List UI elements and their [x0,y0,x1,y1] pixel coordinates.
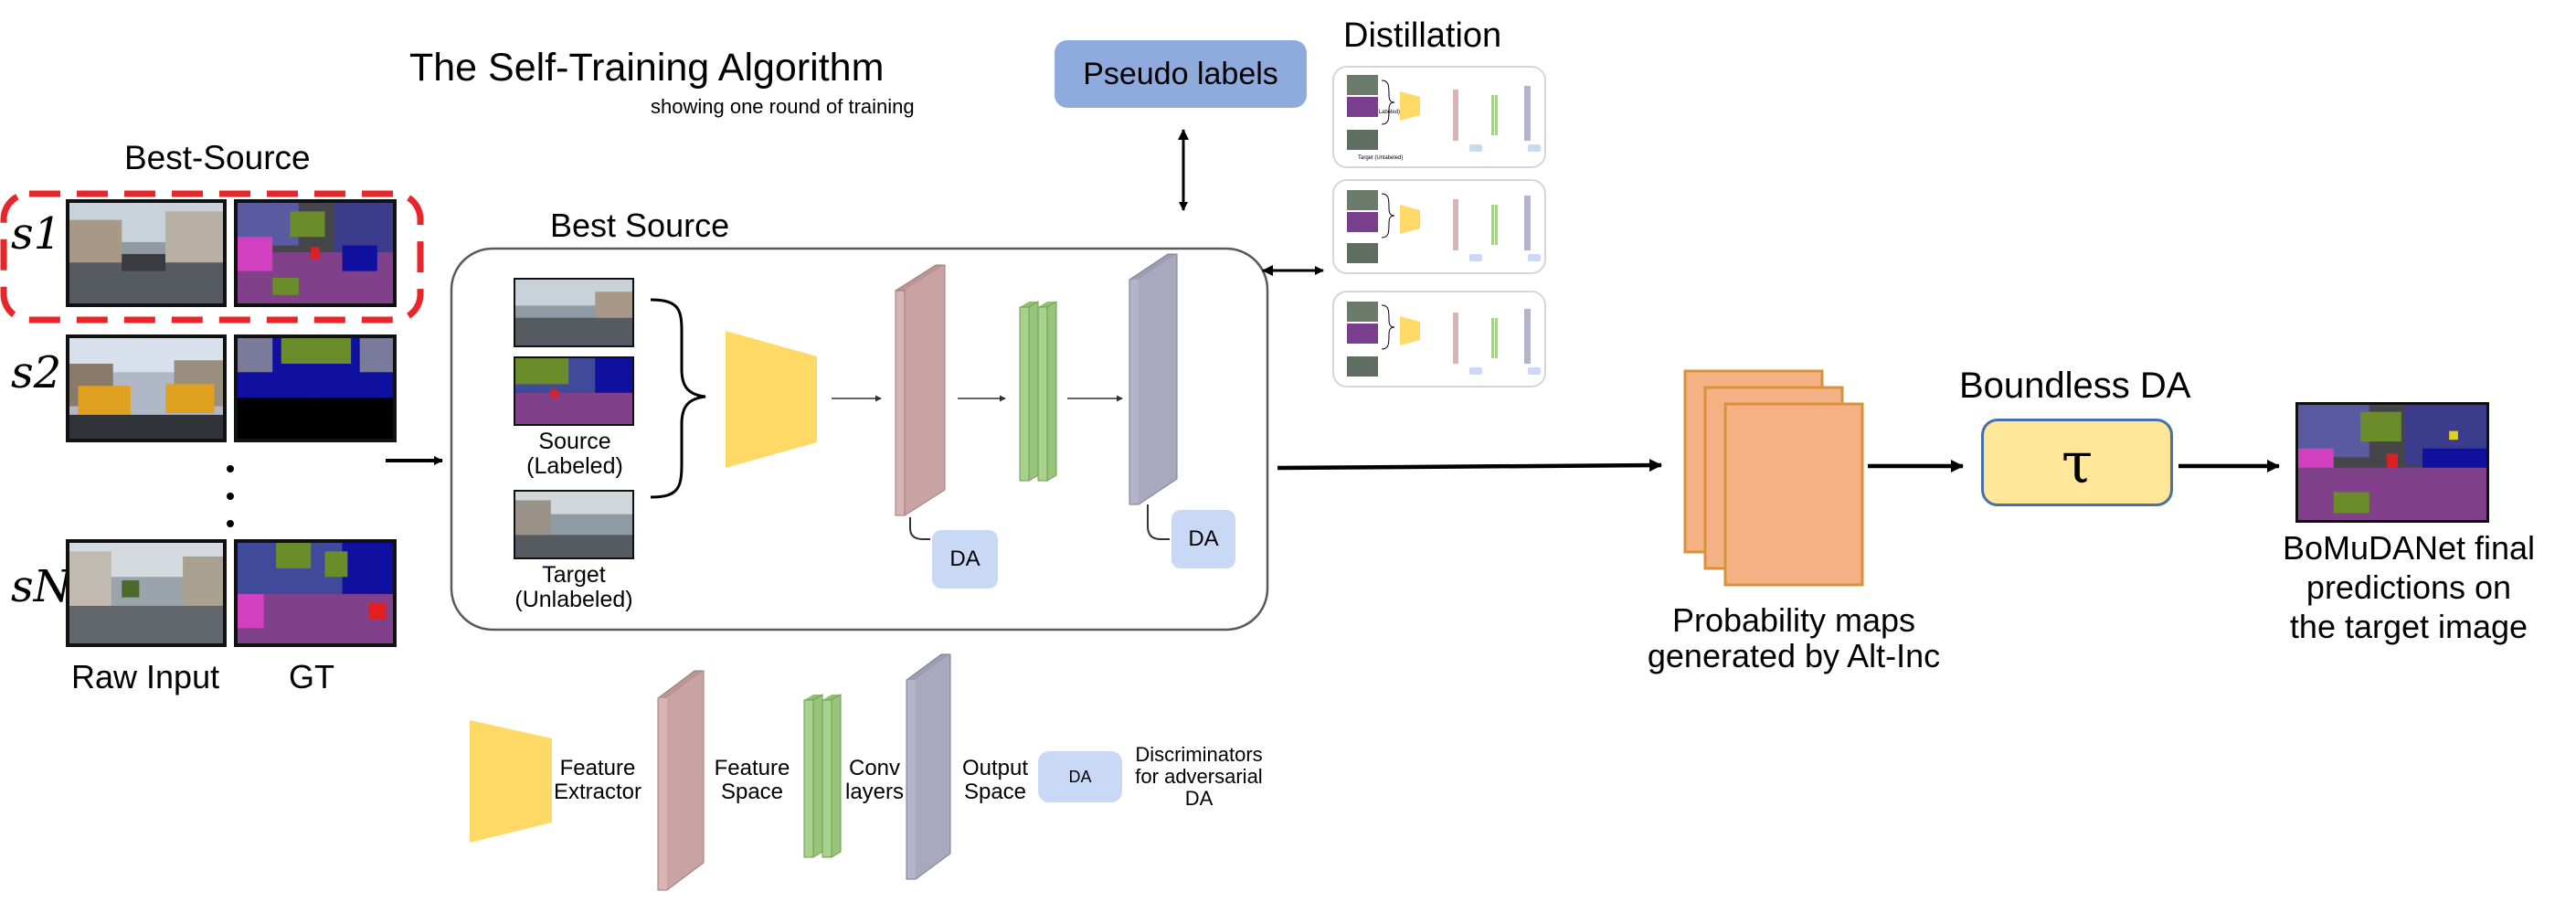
input-brace [650,298,706,499]
best-source-panel [450,247,1269,631]
pseudo-labels-text: Pseudo labels [1083,56,1278,91]
feature-extractor-shape [726,331,817,468]
final-predictions-caption: BoMuDANet final predictions on the targe… [2282,529,2536,646]
output-space-prism [1129,253,1178,505]
legend-feature-extractor-label: Feature Extractor [553,756,642,804]
mini-source-label: Source (Labeled) [1358,110,1401,115]
mini-target-label: Target (Unlabeled) [1358,155,1404,161]
boundless-da-box: τ [1981,419,2173,506]
ellipsis-dot [227,493,234,500]
gt-column-label: GT [289,658,334,695]
mini-network [1347,75,1541,152]
da-connector [1147,504,1170,540]
arrow-to-probability-maps [1277,459,1662,472]
boundless-da-title: Boundless DA [1959,366,2191,406]
ground-truth-image [234,334,397,442]
source-label-s2: s2 [11,347,62,398]
source-label-sN: sN [11,561,72,612]
legend-feature-space-label: Feature Space [714,756,790,804]
conv-layers-shape [1019,301,1057,482]
ground-truth-image [234,539,397,647]
mini-network [1347,190,1541,263]
legend-conv-layers-shape [803,694,842,858]
final-prediction-image [2295,402,2489,523]
panel-input-image [514,278,634,347]
probability-maps-caption: Probability maps generated by Alt-Inc [1647,601,1941,674]
panel-source-label: Source (Labeled) [526,429,623,479]
da-label: DA [1188,526,1219,551]
best-source-selector [0,190,424,324]
legend-da-label: DA [1068,767,1092,786]
feature-space-prism [895,264,946,516]
ellipsis-dot [227,465,234,472]
panel-source-image [514,356,634,426]
raw-input-image [66,199,227,307]
legend-output-space-prism [906,653,951,880]
mini-network [1347,302,1541,377]
ellipsis-dot [227,520,234,527]
da-discriminator-box: DA [1171,510,1235,568]
legend-feature-extractor-shape [470,720,552,843]
best-source-label: Best-Source [124,139,311,176]
ground-truth-image [234,199,397,307]
probability-maps-stack [1683,369,1864,587]
legend-da-box: DA [1038,751,1122,802]
distillation-card: Source (Labeled) Target (Unlabeled) [1332,66,1546,168]
source-label-s1: s1 [11,208,62,260]
panel-target-image [514,490,634,559]
raw-input-image [66,334,227,442]
distillation-card [1332,291,1546,387]
da-discriminator-box: DA [932,530,998,589]
tau-symbol: τ [2061,429,2094,496]
best-source-panel-title: Best Source [550,207,730,244]
pseudo-labels-box: Pseudo labels [1055,40,1307,108]
distillation-title: Distillation [1343,16,1502,55]
da-label: DA [949,547,981,571]
legend-discriminators-label: Discriminators for adversarial DA [1135,743,1263,810]
distillation-card [1332,179,1546,274]
diagram-title: The Self-Training Algorithm [409,46,885,90]
da-connector [909,517,930,540]
raw-input-column-label: Raw Input [71,658,220,695]
panel-target-label: Target (Unlabeled) [514,562,633,612]
raw-input-image [66,539,227,647]
legend-output-space-label: Output Space [961,756,1029,804]
legend-feature-space-prism [657,670,705,891]
diagram-subtitle: showing one round of training [651,95,915,118]
legend-conv-layers-label: Conv layers [844,756,905,804]
